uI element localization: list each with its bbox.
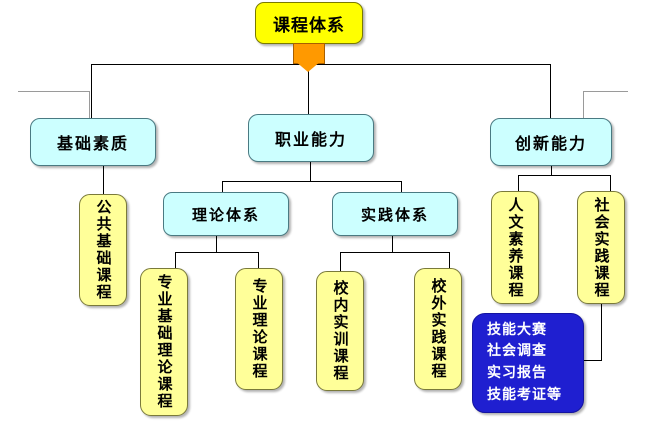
connector-to-social-practice-course xyxy=(610,175,611,191)
branch-line-vocational xyxy=(308,64,309,118)
connector-innovation-bus xyxy=(518,175,611,176)
branch-line-basic xyxy=(91,64,92,118)
activity-item-skill-contest: 技能大赛 xyxy=(487,321,547,338)
activity-item-internship-report: 实习报告 xyxy=(487,365,547,381)
course-node-major-theory[interactable]: 专业理论课程 xyxy=(235,268,283,390)
course-node-public-basic[interactable]: 公共基础课程 xyxy=(79,194,127,306)
connector-to-off-campus-practice xyxy=(449,252,450,268)
decorative-bracket-left-h xyxy=(18,91,90,92)
course-node-major-basic-theory[interactable]: 专业基础理论课程 xyxy=(140,268,188,416)
level1-bus-line xyxy=(91,64,551,65)
activities-node[interactable]: 技能大赛 社会调查 实习报告 技能考证等 xyxy=(472,313,584,413)
connector-basic-to-public-course xyxy=(103,166,104,194)
root-arrow-icon xyxy=(295,61,321,72)
course-node-humanities[interactable]: 人文素养课程 xyxy=(491,191,539,304)
connector-innovation-stem xyxy=(551,166,552,176)
connector-to-on-campus-training xyxy=(340,252,341,272)
course-node-off-campus-practice[interactable]: 校外实践课程 xyxy=(414,268,462,390)
connector-practice-bus xyxy=(340,252,450,253)
branch-line-innovation xyxy=(550,64,551,118)
connector-to-humanities-course xyxy=(518,175,519,191)
connector-vocational-stem xyxy=(310,162,311,182)
system-node-practice[interactable]: 实践体系 xyxy=(332,192,458,236)
connector-theory-stem xyxy=(216,236,217,253)
course-node-on-campus-training[interactable]: 校内实训课程 xyxy=(316,271,364,391)
decorative-bracket-left-v xyxy=(89,91,90,123)
category-node-vocational-ability[interactable]: 职业能力 xyxy=(248,114,374,162)
activity-item-skill-certification: 技能考证等 xyxy=(487,386,562,403)
category-node-basic-quality[interactable]: 基础素质 xyxy=(30,118,156,166)
connector-to-theory-system xyxy=(222,181,223,194)
root-node[interactable]: 课程体系 xyxy=(255,2,363,44)
activity-item-social-survey: 社会调查 xyxy=(487,343,547,360)
course-node-social-practice[interactable]: 社会实践课程 xyxy=(577,191,625,304)
connector-to-major-theory xyxy=(258,252,259,268)
connector-practice-stem xyxy=(392,236,393,253)
connector-vocational-bus xyxy=(222,181,402,182)
connector-to-practice-system xyxy=(401,181,402,194)
connector-social-practice-to-activities xyxy=(583,360,602,361)
category-node-innovation-ability[interactable]: 创新能力 xyxy=(490,118,612,166)
decorative-bracket-right-h xyxy=(583,91,628,92)
connector-social-practice-drop xyxy=(601,304,602,361)
decorative-bracket-right-v xyxy=(583,91,584,123)
connector-theory-bus xyxy=(175,252,259,253)
system-node-theory[interactable]: 理论体系 xyxy=(163,192,289,236)
connector-to-major-basic-theory xyxy=(175,252,176,268)
